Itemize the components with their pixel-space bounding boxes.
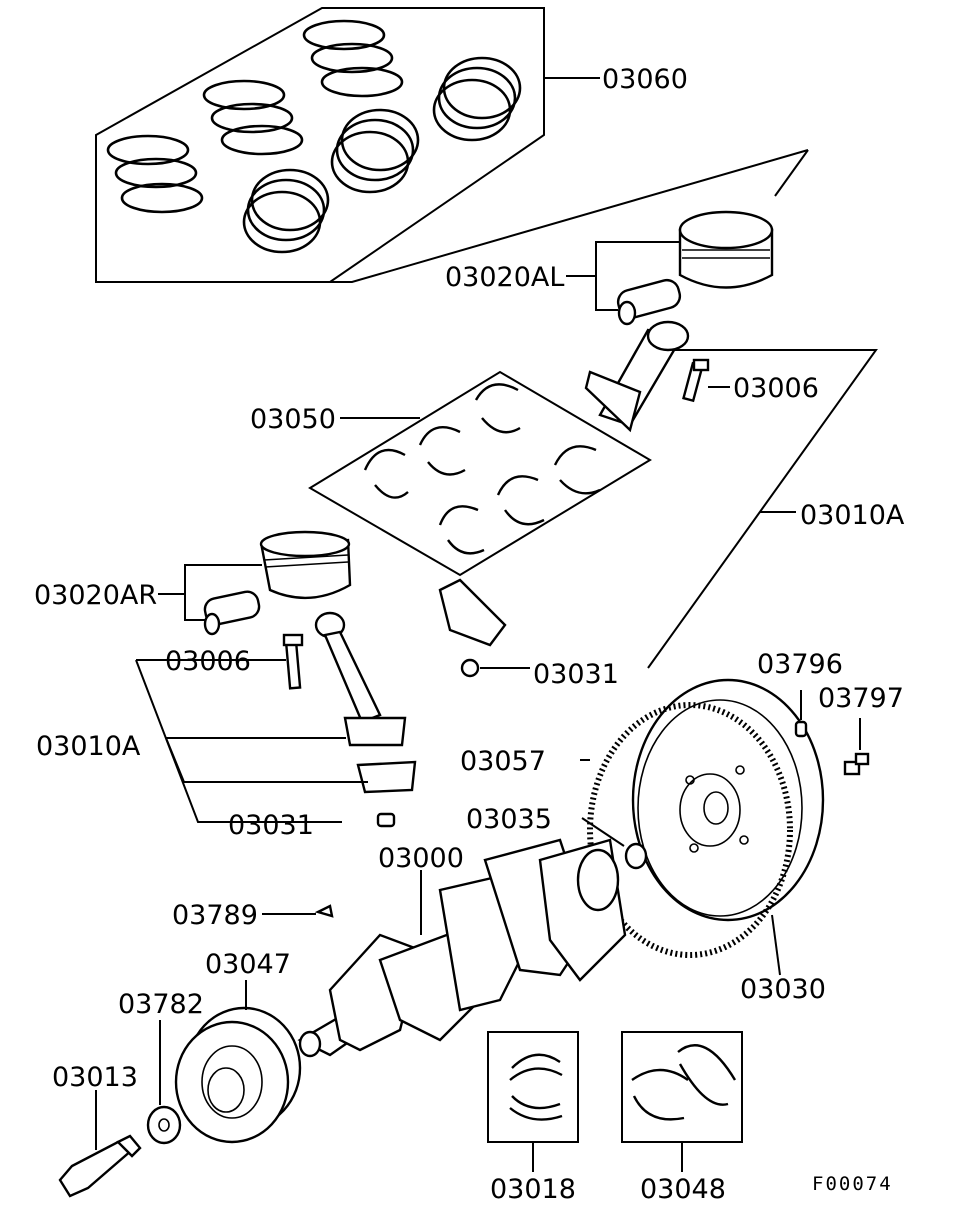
spacer <box>624 842 648 870</box>
key <box>314 904 334 918</box>
conrod-bolt-left <box>282 633 304 690</box>
callout-03782: 03782 <box>118 989 204 1020</box>
ring-group-3 <box>302 19 404 98</box>
piston-ring-set <box>95 7 545 283</box>
callout-03020AL: 03020AL <box>445 262 564 293</box>
callout-03031-left: 03031 <box>228 810 314 841</box>
piston-left <box>616 210 774 326</box>
pulley-bolt <box>58 1134 142 1198</box>
nut-left <box>376 812 396 828</box>
bearing-set <box>308 370 652 577</box>
callout-03797: 03797 <box>818 683 904 714</box>
figure-code: F00074 <box>812 1173 893 1195</box>
callout-03050: 03050 <box>250 404 336 435</box>
crankshaft <box>297 838 627 1058</box>
callout-03000: 03000 <box>378 843 464 874</box>
ring-stack-2 <box>330 108 420 194</box>
ring-gear <box>587 702 793 958</box>
washer <box>146 1105 182 1145</box>
callout-03013: 03013 <box>52 1062 138 1093</box>
flywheel-bolt <box>843 752 870 776</box>
flywheel <box>631 678 825 922</box>
ring-group-2 <box>202 79 304 156</box>
nut-right <box>460 658 480 678</box>
callout-03010A-left: 03010A <box>36 731 141 762</box>
callout-03031-right: 03031 <box>533 659 619 690</box>
conrod-cap-right <box>438 578 507 647</box>
ring-stack-1 <box>242 168 330 254</box>
damper-pulley <box>174 1006 302 1144</box>
callout-03006-right: 03006 <box>733 373 819 404</box>
callout-03789: 03789 <box>172 900 258 931</box>
callout-03057: 03057 <box>460 746 546 777</box>
callout-03796: 03796 <box>757 649 843 680</box>
piston-right <box>203 530 352 636</box>
connecting-rod-right <box>584 320 690 433</box>
connecting-rod-left <box>314 611 417 794</box>
callout-03030: 03030 <box>740 974 826 1005</box>
callout-03035: 03035 <box>466 804 552 835</box>
callout-03006-left: 03006 <box>165 646 251 677</box>
callout-03020AR: 03020AR <box>34 580 157 611</box>
callout-03010A-right: 03010A <box>800 500 905 531</box>
callout-03018: 03018 <box>490 1174 576 1205</box>
dowel-pin <box>794 720 808 738</box>
ring-group-1 <box>106 134 204 214</box>
ring-stack-3 <box>432 56 522 142</box>
callout-03060: 03060 <box>602 64 688 95</box>
thrust-bearing-box <box>621 1031 743 1143</box>
callout-03047: 03047 <box>205 949 291 980</box>
main-bearing-box <box>487 1031 579 1143</box>
conrod-bolt-right <box>682 358 710 403</box>
callout-03048: 03048 <box>640 1174 726 1205</box>
